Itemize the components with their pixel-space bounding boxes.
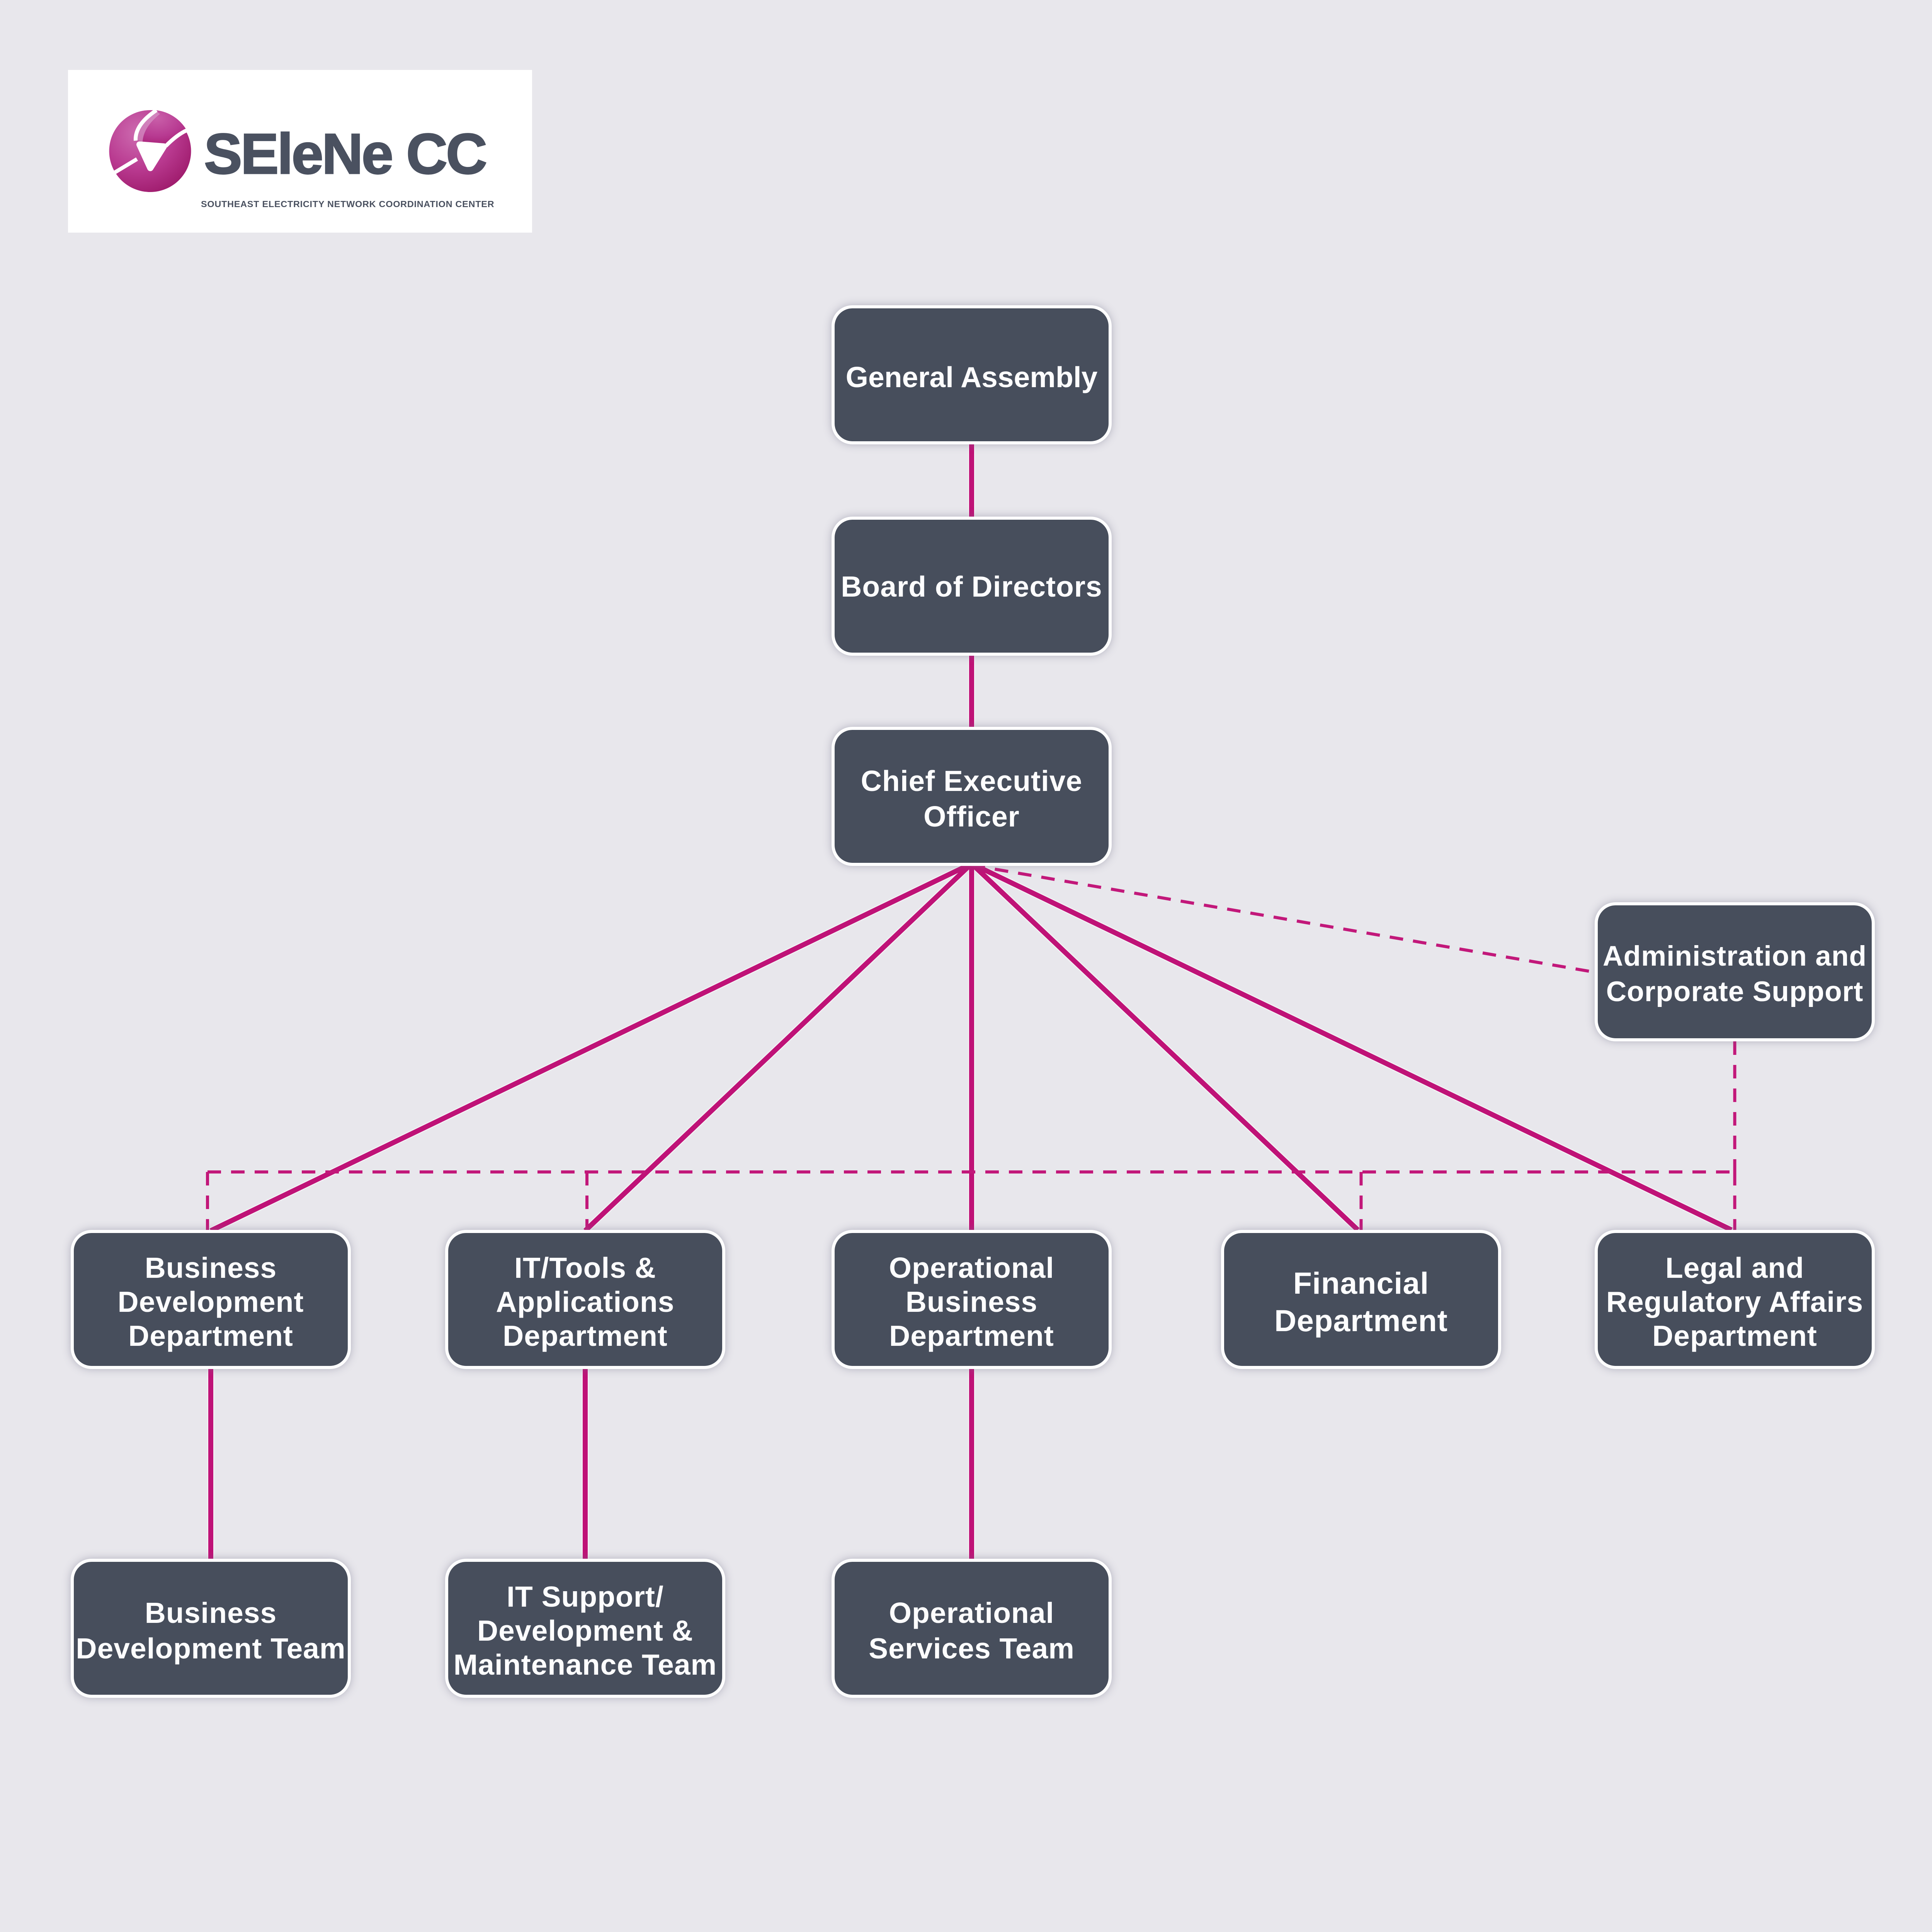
svg-text:SEleNe CC: SEleNe CC: [204, 122, 486, 186]
svg-text:SOUTHEAST ELECTRICITY NETWORK: SOUTHEAST ELECTRICITY NETWORK COORDINATI…: [201, 199, 494, 209]
